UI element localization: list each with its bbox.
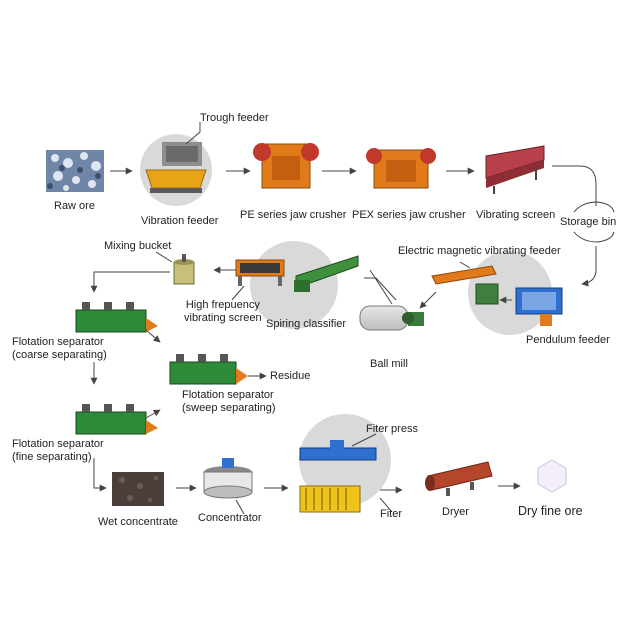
label-flotation-sweep: Flotation separator (sweep separating): [182, 389, 276, 415]
filter-press-machine: [299, 440, 377, 513]
label-dryer: Dryer: [442, 506, 469, 518]
arrow-storage-bin-to-pendulum-feeder: [581, 246, 597, 287]
label-raw-ore: Raw ore: [54, 200, 95, 212]
leader-trough-feeder: [185, 122, 201, 145]
storage-bin-bracket-bottom: [573, 231, 615, 243]
label-pe-jaw-crusher: PE series jaw crusher: [240, 209, 347, 221]
label-flotation-coarse-line-2: (coarse separating): [12, 349, 107, 361]
label-ball-mill: Ball mill: [370, 358, 408, 370]
arrow-mixing-bucket-to-coarse-flotation: [90, 271, 170, 293]
pendulum-feeder-machine: [515, 287, 563, 326]
label-flotation-sweep-line-2: (sweep separating): [182, 402, 276, 414]
label-filter-press: Fiter press: [366, 423, 418, 435]
label-residue: Residue: [270, 370, 311, 382]
raw-ore-image: [46, 150, 104, 192]
pe-jaw-crusher-machine: [253, 143, 319, 189]
leader-concentrator: [235, 499, 245, 515]
leader-mixing-bucket: [155, 251, 173, 263]
flotation-separator-coarse-machine: [75, 302, 158, 333]
leader-filter: [379, 497, 393, 513]
leader-high-frequency-screen: [231, 285, 245, 301]
label-flotation-coarse: Flotation separator (coarse separating): [12, 336, 107, 362]
label-electric-magnetic-vibrating-feeder: Electric magnetic vibrating feeder: [398, 245, 561, 257]
arrow-fine-flotation-to-wet-concentrate: [93, 458, 107, 492]
wet-concentrate-image: [112, 472, 164, 506]
label-concentrator: Concentrator: [198, 512, 262, 524]
mixing-bucket-machine: [173, 254, 195, 285]
label-storage-bin: Storage bin: [560, 216, 617, 228]
spiral-classifier-machine: [294, 255, 359, 292]
vibrating-screen-machine: [485, 145, 545, 194]
dryer-machine: [425, 461, 493, 496]
label-flotation-fine-line-1: Flotation separator: [12, 438, 104, 450]
label-dry-fine-ore: Dry fine ore: [518, 504, 583, 518]
label-trough-feeder: Trough feeder: [200, 112, 269, 124]
label-filter: Fiter: [380, 508, 402, 520]
flotation-separator-fine-machine: [75, 404, 158, 435]
storage-bin-bracket-top: [573, 201, 615, 213]
line-ball-mill-to-classifier-2: [364, 277, 397, 301]
pex-jaw-crusher-machine: [366, 148, 436, 189]
arrow-coarse-to-sweep-flotation: [145, 329, 161, 343]
label-flotation-fine-line-2: (fine separating): [12, 451, 92, 463]
concentrator-machine: [203, 458, 253, 499]
arrow-fine-to-sweep-flotation: [145, 409, 161, 419]
leader-filter-press: [351, 433, 377, 447]
label-wet-concentrate: Wet concentrate: [98, 516, 178, 528]
label-vibrating-screen: Vibrating screen: [476, 209, 556, 221]
vibration-feeder-machine: [145, 142, 207, 193]
label-pendulum-feeder: Pendulum feeder: [526, 334, 610, 346]
label-high-frequency-line-1: High frepuency: [185, 299, 260, 311]
high-frequency-vibrating-screen-machine: [235, 259, 285, 286]
label-pex-jaw-crusher: PEX series jaw crusher: [352, 209, 466, 221]
label-flotation-coarse-line-1: Flotation separator: [12, 336, 104, 348]
flow-arrows: [90, 122, 615, 515]
label-spiral-classifier: Spiring classifier: [266, 318, 347, 330]
line-vibrating-screen-to-storage-bin: [552, 165, 597, 206]
line-ball-mill-to-classifier: [369, 269, 393, 305]
dry-fine-ore-icon: [537, 459, 567, 493]
label-high-frequency-line-2: vibrating screen: [184, 312, 262, 324]
electric-magnetic-vibrating-feeder-machine: [431, 265, 499, 305]
arrow-electric-feeder-to-ball-mill: [419, 291, 437, 309]
ball-mill-machine: [359, 305, 424, 331]
label-flotation-sweep-line-1: Flotation separator: [182, 389, 274, 401]
flotation-separator-sweep-machine: [169, 354, 248, 385]
leader-electric-magnetic-feeder: [459, 261, 471, 269]
label-vibration-feeder: Vibration feeder: [141, 215, 219, 227]
label-high-frequency-vibrating-screen: High frepuency vibrating screen: [184, 299, 262, 325]
label-flotation-fine: Flotation separator (fine separating): [12, 438, 104, 464]
label-mixing-bucket: Mixing bucket: [104, 240, 172, 252]
